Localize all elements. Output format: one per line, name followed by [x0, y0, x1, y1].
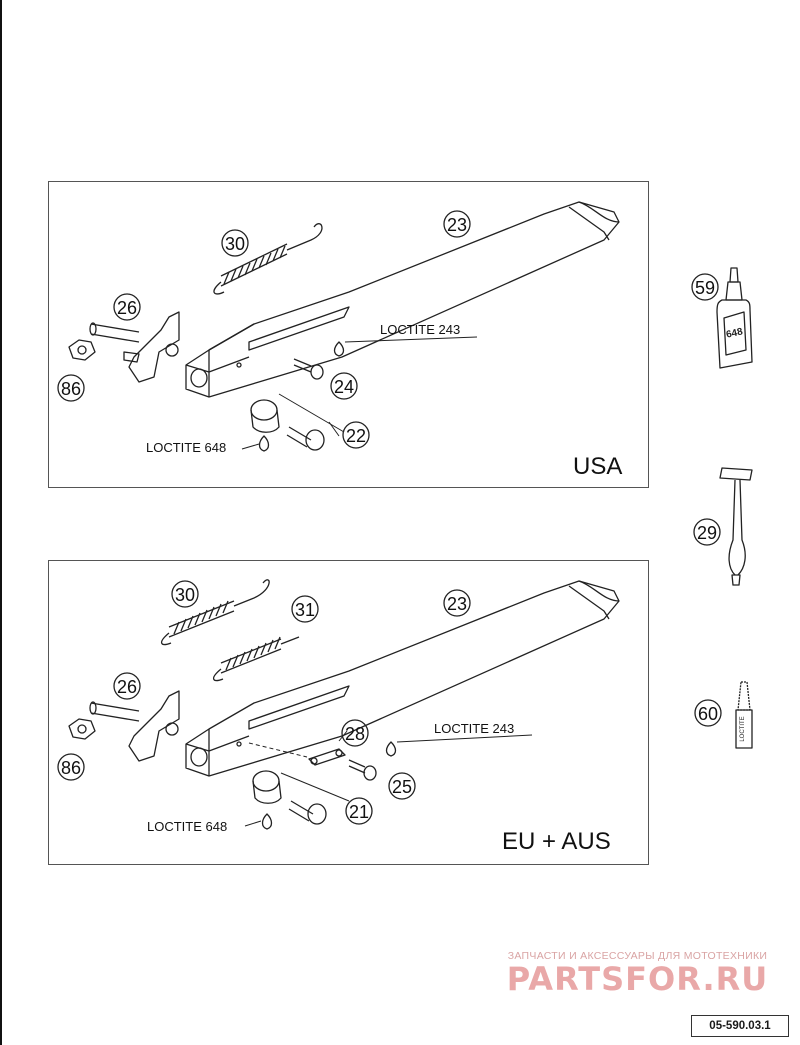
callout-59: 59 [695, 278, 715, 298]
callout-23-circle [443, 589, 471, 617]
note-loctite-243: LOCTITE 243 [380, 322, 460, 337]
callout-86: 86 [61, 758, 81, 778]
callout-23: 23 [447, 594, 467, 614]
second-spring-part [213, 636, 300, 682]
callout-26-circle [113, 672, 141, 700]
callout-25-circle [388, 772, 416, 800]
watermark: ЗАПЧАСТИ И АКСЕССУАРЫ ДЛЯ МОТОТЕХНИКИ PA… [485, 950, 790, 996]
eu-aus-variant-panel: 30 31 23 26 86 28 25 21 LOCTITE 243 LOCT… [48, 560, 649, 865]
screw-part [293, 358, 324, 380]
callout-25: 25 [392, 777, 412, 797]
region-label-eu-aus: EU + AUS [502, 828, 611, 855]
loctite-243-drop [333, 341, 345, 357]
callout-86-circle [57, 753, 85, 781]
loctite-648-drop [261, 813, 273, 830]
watermark-brand: PARTSFOR.RU [506, 960, 769, 998]
callout-24-circle [330, 372, 358, 400]
watermark-tagline: ЗАПЧАСТИ И АКСЕССУАРЫ ДЛЯ МОТОТЕХНИКИ [507, 950, 768, 962]
figure-code: 05-590.03.1 [691, 1015, 789, 1037]
callout-60: 60 [698, 704, 718, 724]
spring-part [161, 579, 270, 646]
bushing-part [250, 399, 280, 433]
callout-22-circle [342, 421, 370, 449]
callout-26-circle [113, 293, 141, 321]
region-label-usa: USA [573, 453, 622, 480]
note-loctite-243: LOCTITE 243 [434, 721, 514, 736]
callout-30-circle [171, 580, 199, 608]
spring-part [213, 223, 323, 295]
nut-part [68, 339, 96, 361]
callout-86-circle [57, 374, 85, 402]
loctite-tube-part: LOCTITE [735, 681, 753, 749]
callout-24: 24 [334, 377, 354, 397]
bushing-part [252, 770, 282, 804]
callout-21-circle [345, 797, 373, 825]
pivot-bracket-part [89, 690, 180, 762]
callout-31-circle [291, 595, 319, 623]
side-stand-part [185, 580, 620, 777]
callout-30: 30 [175, 585, 195, 605]
callout-60-circle [694, 699, 722, 727]
eu-aus-exploded-view: 30 31 23 26 86 28 25 21 LOCTITE 243 LOCT… [57, 579, 620, 855]
callout-31: 31 [295, 600, 315, 620]
loctite-648-drop [258, 435, 270, 452]
pivot-bracket-part [89, 311, 180, 383]
callout-86: 86 [61, 379, 81, 399]
screw-part [348, 759, 377, 781]
callout-59-circle [691, 273, 719, 301]
spring-plate-part [308, 748, 346, 766]
callout-23-circle [443, 210, 471, 238]
note-loctite-648: LOCTITE 648 [147, 819, 227, 834]
nut-part [68, 718, 96, 740]
loctite-243-drop [385, 741, 397, 757]
callout-30: 30 [225, 234, 245, 254]
callout-28-circle [341, 719, 369, 747]
callout-29: 29 [697, 523, 717, 543]
usa-variant-panel: 30 23 26 86 24 22 LOCTITE 243 LOCTITE 64… [48, 181, 649, 488]
usa-exploded-view: 30 23 26 86 24 22 LOCTITE 243 LOCTITE 64… [57, 201, 622, 480]
bolt-part [288, 800, 327, 825]
page-edge-rule [0, 0, 2, 1045]
bolt-part [286, 426, 325, 451]
tube-label: LOCTITE [740, 716, 746, 741]
callout-28: 28 [345, 724, 365, 744]
callout-30-circle [221, 229, 249, 257]
side-stand-part [185, 201, 620, 398]
callout-21: 21 [349, 802, 369, 822]
bottle-label: 648 [725, 326, 744, 340]
note-loctite-648: LOCTITE 648 [146, 440, 226, 455]
callout-23: 23 [447, 215, 467, 235]
hook-tool-part [719, 467, 753, 586]
callout-26: 26 [117, 677, 137, 697]
loctite-bottle-part: 648 [716, 267, 753, 369]
callout-29-circle [693, 518, 721, 546]
callout-26: 26 [117, 298, 137, 318]
callout-22: 22 [346, 426, 366, 446]
